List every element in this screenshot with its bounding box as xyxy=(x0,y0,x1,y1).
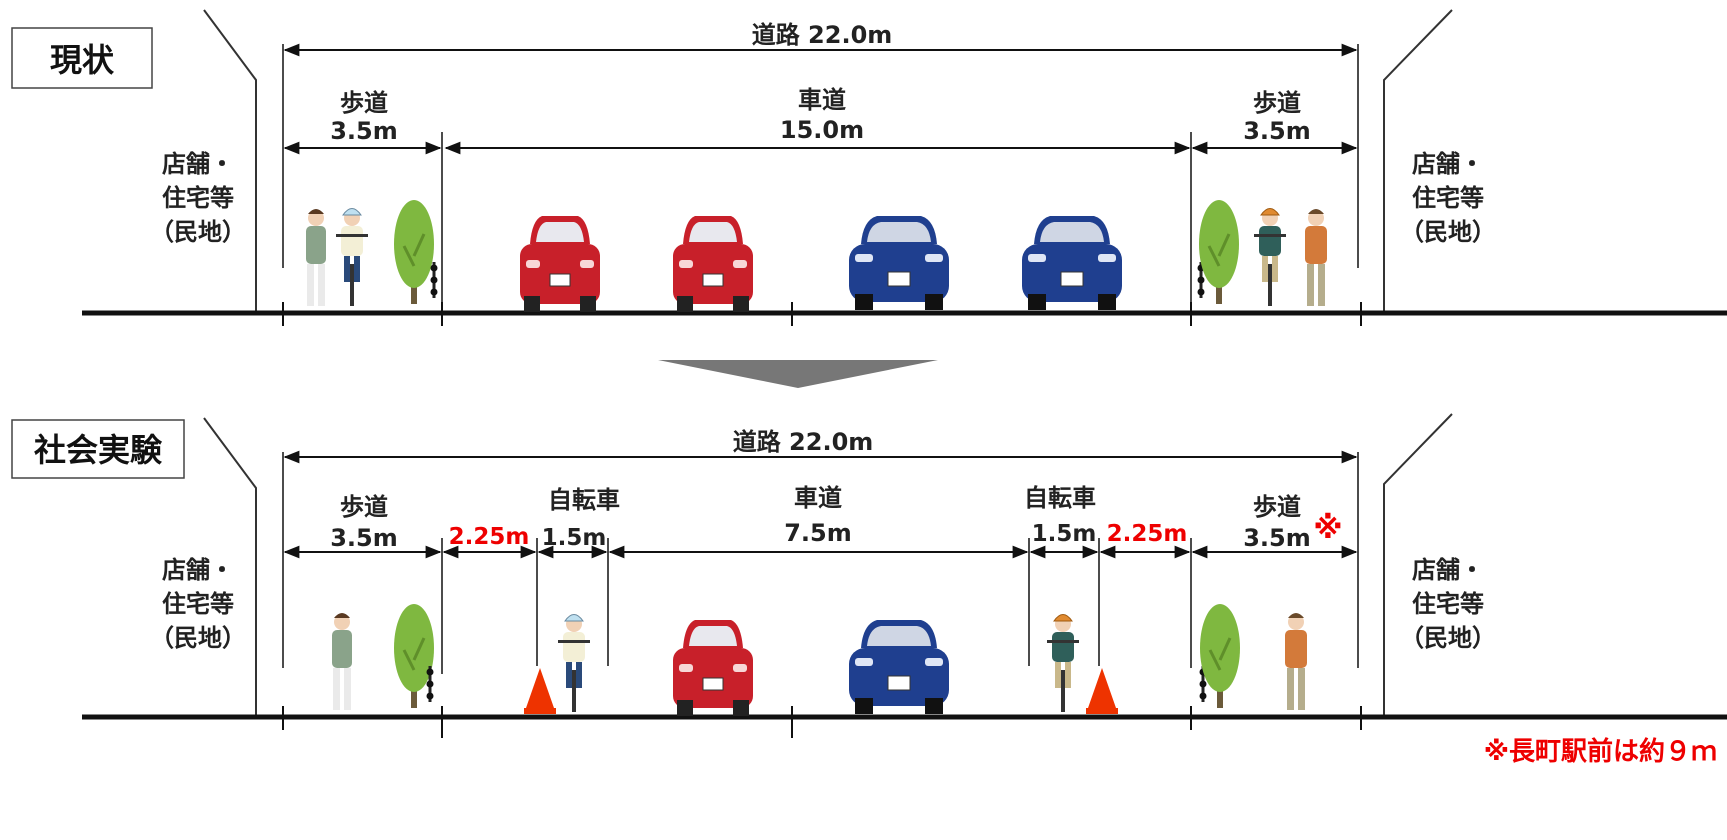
left-bike-name: 自転車 xyxy=(548,486,620,514)
left-buffer-width: 2.25m xyxy=(449,524,530,550)
right-sidewalk-name-current: 歩道 xyxy=(1253,89,1301,117)
pedestrian-icon xyxy=(332,613,352,710)
extension-lines-current xyxy=(282,44,1359,312)
current-section: 現状 道路 22.0m 歩道 3.5m 車道 15.0m xyxy=(11,9,1727,326)
red-car-icon xyxy=(519,215,601,313)
stage-label-experiment: 社会実験 xyxy=(34,431,163,469)
ground-ticks-experiment xyxy=(282,706,1362,738)
cyclist-icon xyxy=(1046,614,1080,713)
note-mark: ※ xyxy=(1313,511,1342,546)
road-total-label-experiment: 道路 22.0m xyxy=(733,428,874,456)
blue-car-icon xyxy=(848,215,950,311)
tree-icon xyxy=(392,602,436,710)
blue-car-icon xyxy=(1021,215,1123,311)
right-property-line3-current: （民地） xyxy=(1400,218,1496,246)
carriageway-width-experiment: 7.5m xyxy=(784,519,852,547)
road-total-label-current: 道路 22.0m xyxy=(752,21,893,49)
footnote: ※長町駅前は約９ｍ xyxy=(1484,736,1717,767)
left-sidewalk-width-experiment: 3.5m xyxy=(330,524,398,552)
right-property-line2-experiment: 住宅等 xyxy=(1412,590,1484,618)
tree-icon xyxy=(1197,198,1241,306)
pedestrian-icon xyxy=(306,209,326,306)
cyclist-icon xyxy=(1253,208,1287,307)
left-property-line1-current: 店舗・ xyxy=(162,150,234,178)
left-sidewalk-name-experiment: 歩道 xyxy=(340,493,388,521)
right-bike-name: 自転車 xyxy=(1024,484,1096,512)
right-sidewalk-width-experiment: 3.5m xyxy=(1243,524,1311,552)
left-property-line2-experiment: 住宅等 xyxy=(162,590,234,618)
pedestrian-icon xyxy=(1305,209,1327,306)
blue-car-icon xyxy=(848,619,950,715)
bollard-icon xyxy=(430,262,438,298)
right-sidewalk-name-experiment: 歩道 xyxy=(1253,493,1301,521)
stage-label-box-experiment xyxy=(11,419,185,479)
building-wall-left xyxy=(203,417,257,716)
cyclist-icon xyxy=(335,208,369,307)
left-property-line2-current: 住宅等 xyxy=(162,184,234,212)
right-sidewalk-width-current: 3.5m xyxy=(1243,117,1311,145)
left-sidewalk-name-current: 歩道 xyxy=(340,89,388,117)
left-bike-width: 1.5m xyxy=(542,525,607,551)
red-car-icon xyxy=(672,619,754,717)
right-property-line2-current: 住宅等 xyxy=(1412,184,1484,212)
carriageway-name-current: 車道 xyxy=(798,86,846,114)
carriageway-width-current: 15.0m xyxy=(780,116,864,144)
tree-icon xyxy=(392,198,436,306)
left-property-line3-experiment: （民地） xyxy=(150,624,246,652)
cyclist-icon xyxy=(557,614,591,713)
tree-icon xyxy=(1198,602,1242,710)
building-wall-right xyxy=(1383,9,1453,312)
right-buffer-width: 2.25m xyxy=(1107,521,1188,547)
stage-label-current: 現状 xyxy=(50,41,115,79)
traffic-cone-icon xyxy=(1086,668,1118,714)
left-sidewalk-width-current: 3.5m xyxy=(330,117,398,145)
carriageway-name-experiment: 車道 xyxy=(794,484,842,512)
bollard-icon xyxy=(426,666,434,702)
right-property-line1-current: 店舗・ xyxy=(1412,150,1484,178)
extension-lines-experiment xyxy=(282,452,1359,674)
right-bike-width: 1.5m xyxy=(1032,521,1097,547)
left-property-line1-experiment: 店舗・ xyxy=(162,556,234,584)
right-property-line3-experiment: （民地） xyxy=(1400,624,1496,652)
left-property-line3-current: （民地） xyxy=(150,218,246,246)
right-property-line1-experiment: 店舗・ xyxy=(1412,556,1484,584)
experiment-section: 社会実験 道路 22.0m 歩道 xyxy=(11,413,1727,767)
transition-arrow-icon xyxy=(658,360,938,388)
pedestrian-icon xyxy=(1285,613,1307,710)
red-car-icon xyxy=(672,215,754,313)
stage-label-box-current xyxy=(11,27,153,89)
traffic-cone-icon xyxy=(524,668,556,714)
building-wall-left xyxy=(203,9,257,312)
building-wall-right xyxy=(1383,413,1453,716)
